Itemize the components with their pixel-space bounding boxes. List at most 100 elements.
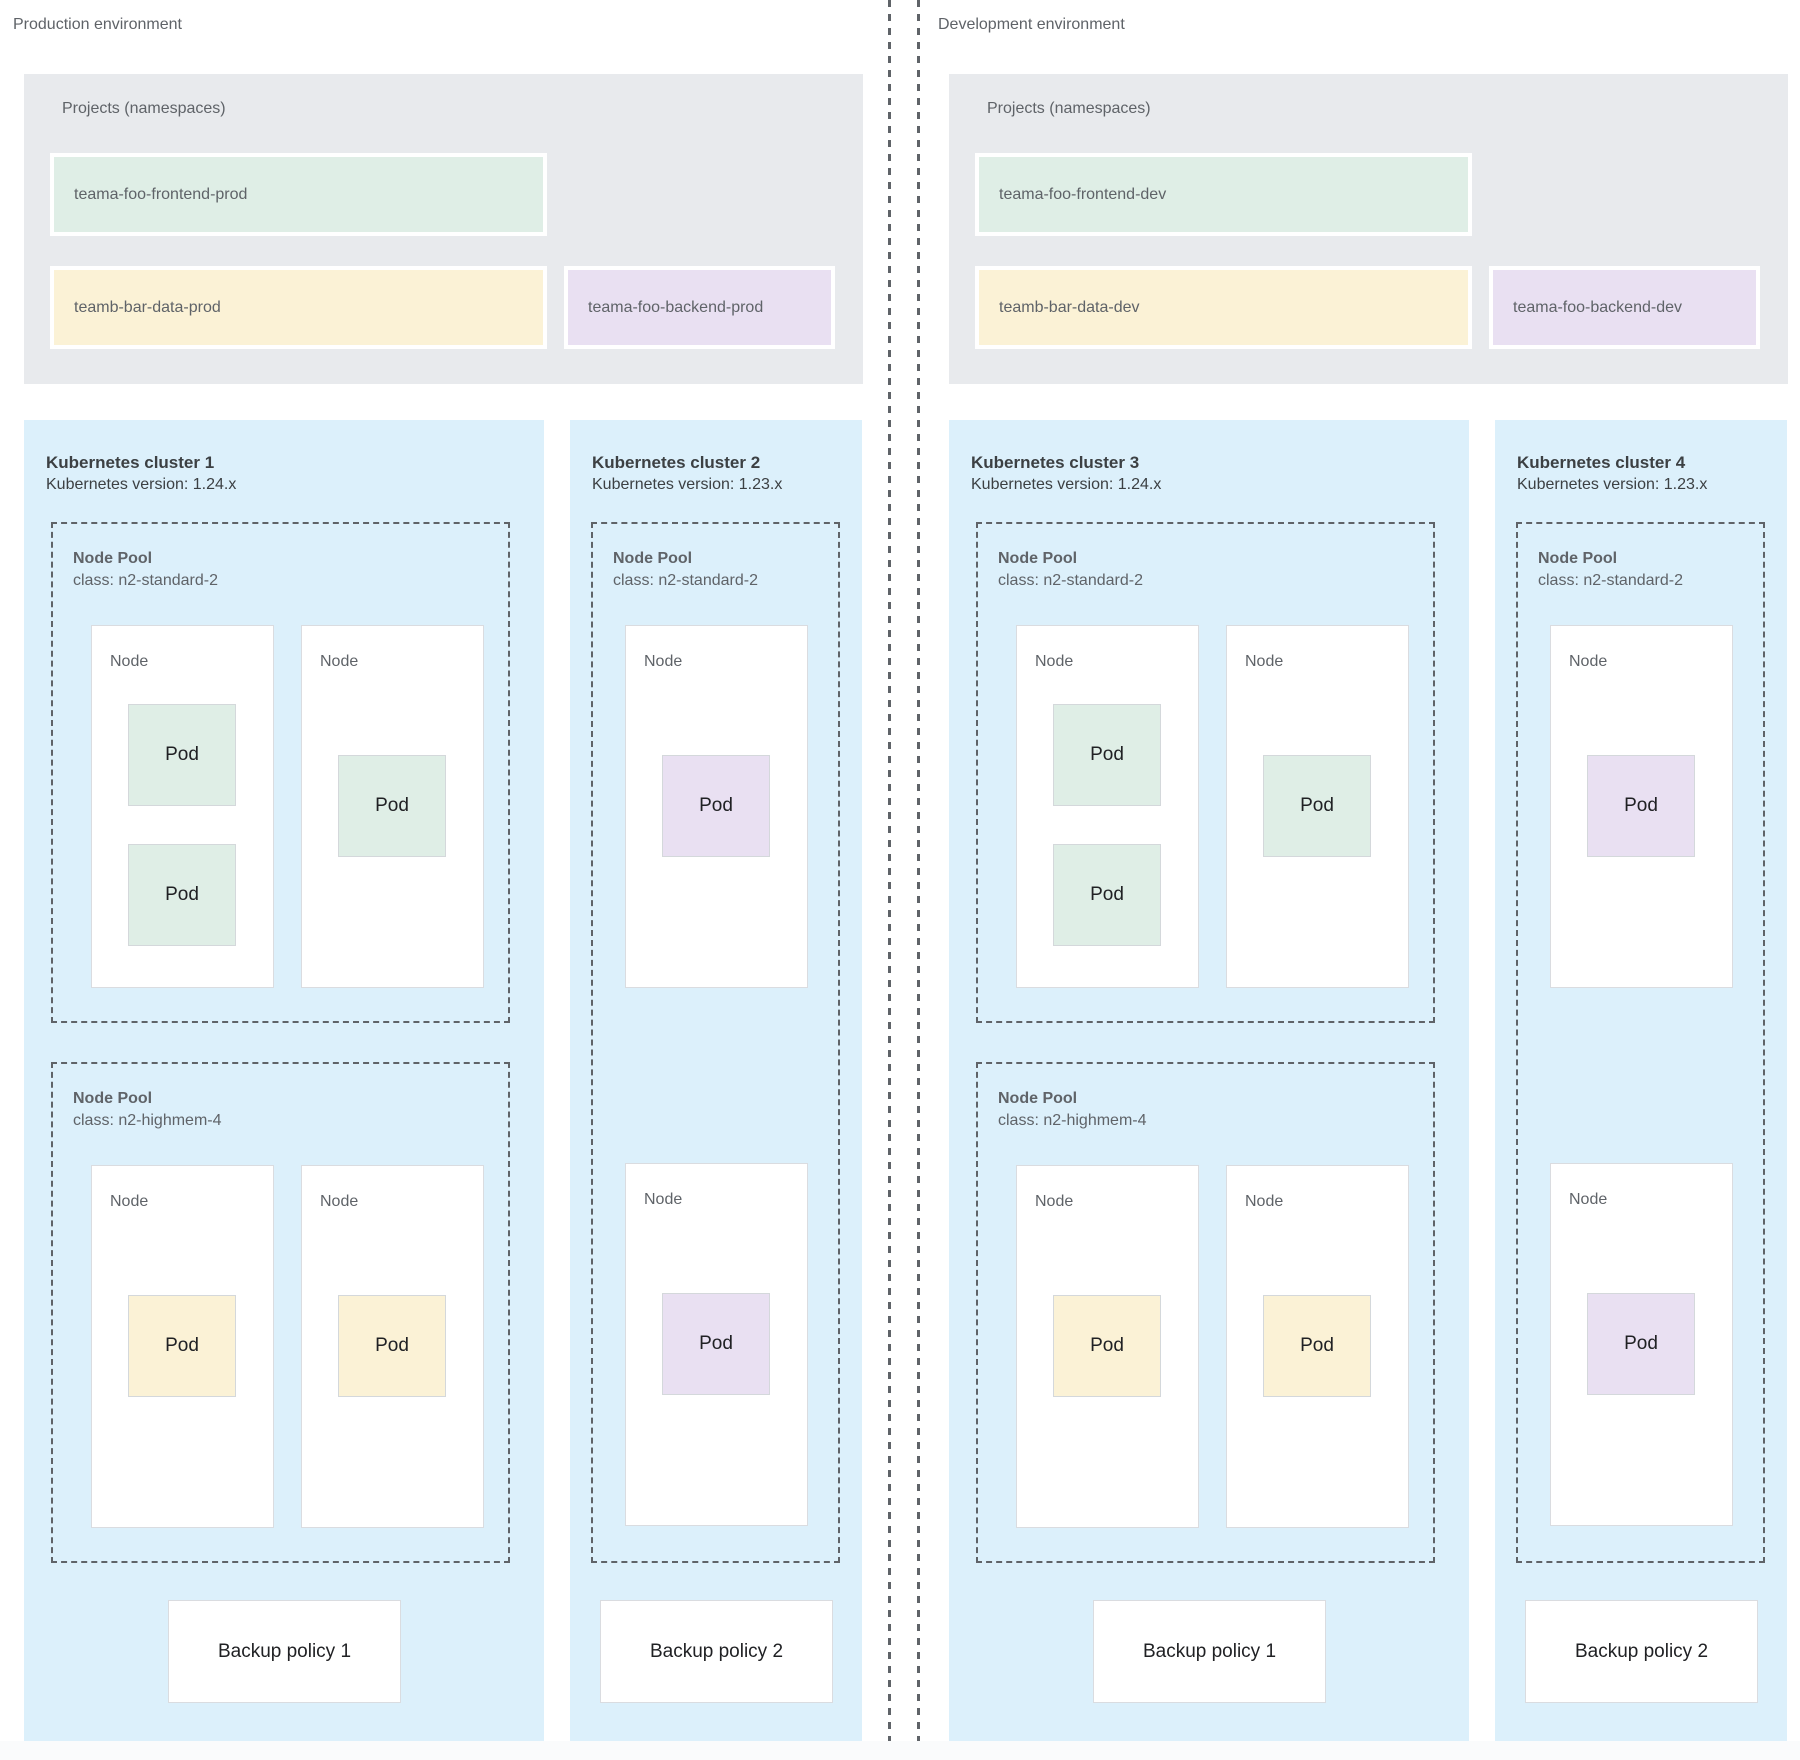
node: Node Pod xyxy=(91,1165,274,1528)
node-pool: Node Pool class: n2-highmem-4 Node Pod N… xyxy=(51,1062,510,1563)
node-pool-header: Node Pool class: n2-highmem-4 xyxy=(73,1088,222,1132)
node-pool: Node Pool class: n2-standard-2 Node Pod … xyxy=(976,522,1435,1023)
node: Node Pod xyxy=(625,625,808,988)
project-namespace-label: teama-foo-frontend-dev xyxy=(999,186,1167,203)
pod: Pod xyxy=(1587,755,1695,857)
project-namespace-label: teamb-bar-data-dev xyxy=(999,299,1140,316)
project-namespace-label: teama-foo-backend-dev xyxy=(1513,299,1682,316)
node-pool-class: class: n2-highmem-4 xyxy=(998,1112,1147,1129)
pod-label: Pod xyxy=(375,1335,409,1356)
project-namespace: teamb-bar-data-prod xyxy=(50,266,547,349)
node-label: Node xyxy=(1569,653,1608,670)
node-pool: Node Pool class: n2-highmem-4 Node Pod N… xyxy=(976,1062,1435,1563)
cluster-title: Kubernetes cluster 1 xyxy=(46,453,215,472)
environment-divider-line xyxy=(917,0,920,1760)
project-namespace: teama-foo-backend-prod xyxy=(564,266,835,349)
node-pool-class: class: n2-standard-2 xyxy=(73,572,218,589)
node-pool-title: Node Pool xyxy=(73,1090,153,1107)
backup-policy: Backup policy 2 xyxy=(600,1600,833,1703)
pod-label: Pod xyxy=(1300,1335,1334,1356)
project-namespace-label: teama-foo-frontend-prod xyxy=(74,186,248,203)
pod: Pod xyxy=(662,1293,770,1395)
projects-title: Projects (namespaces) xyxy=(62,100,226,117)
node-pool-header: Node Pool class: n2-standard-2 xyxy=(1538,548,1683,592)
pod: Pod xyxy=(1053,844,1161,946)
pod-label: Pod xyxy=(699,1333,733,1354)
pod-label: Pod xyxy=(1624,1333,1658,1354)
cluster-version: Kubernetes version: 1.23.x xyxy=(1517,476,1708,493)
pod-label: Pod xyxy=(165,1335,199,1356)
node-label: Node xyxy=(110,1193,149,1210)
project-namespace: teama-foo-frontend-prod xyxy=(50,153,547,236)
pod-label: Pod xyxy=(1090,1335,1124,1356)
project-namespace: teama-foo-frontend-dev xyxy=(975,153,1472,236)
node-pool-header: Node Pool class: n2-standard-2 xyxy=(73,548,218,592)
pod: Pod xyxy=(128,704,236,806)
node-pool-header: Node Pool class: n2-standard-2 xyxy=(998,548,1143,592)
node-label: Node xyxy=(110,653,149,670)
node-label: Node xyxy=(1569,1191,1608,1208)
node-pool: Node Pool class: n2-standard-2 Node Pod … xyxy=(51,522,510,1023)
cluster-title: Kubernetes cluster 4 xyxy=(1517,453,1686,472)
pod: Pod xyxy=(338,1295,446,1397)
pod-label: Pod xyxy=(1624,795,1658,816)
node: Node Pod xyxy=(301,625,484,988)
cluster-header: Kubernetes cluster 3 Kubernetes version:… xyxy=(971,452,1161,496)
development-environment: Development environment Projects (namesp… xyxy=(925,0,1800,1760)
kubernetes-cluster-3: Kubernetes cluster 3 Kubernetes version:… xyxy=(949,420,1469,1741)
pod-label: Pod xyxy=(165,744,199,765)
cluster-title: Kubernetes cluster 3 xyxy=(971,453,1140,472)
pod: Pod xyxy=(128,1295,236,1397)
node-label: Node xyxy=(1245,1193,1284,1210)
node-label: Node xyxy=(320,1193,359,1210)
pod-label: Pod xyxy=(1090,884,1124,905)
kubernetes-cluster-4: Kubernetes cluster 4 Kubernetes version:… xyxy=(1495,420,1787,1741)
cluster-header: Kubernetes cluster 2 Kubernetes version:… xyxy=(592,452,782,496)
project-namespace-label: teamb-bar-data-prod xyxy=(74,299,221,316)
node: Node Pod xyxy=(1226,625,1409,988)
cluster-version: Kubernetes version: 1.24.x xyxy=(46,476,237,493)
node: Node Pod xyxy=(1226,1165,1409,1528)
kubernetes-cluster-2: Kubernetes cluster 2 Kubernetes version:… xyxy=(570,420,862,1741)
node-pool-header: Node Pool class: n2-highmem-4 xyxy=(998,1088,1147,1132)
projects-box: Projects (namespaces) teama-foo-frontend… xyxy=(949,74,1788,384)
node-label: Node xyxy=(1035,1193,1074,1210)
node-pool-class: class: n2-highmem-4 xyxy=(73,1112,222,1129)
pod: Pod xyxy=(1053,704,1161,806)
pod: Pod xyxy=(128,844,236,946)
node-pool-title: Node Pool xyxy=(998,1090,1078,1107)
environment-divider-line xyxy=(888,0,891,1760)
node-label: Node xyxy=(1245,653,1284,670)
pod-label: Pod xyxy=(1090,744,1124,765)
pod: Pod xyxy=(338,755,446,857)
node-label: Node xyxy=(644,1191,683,1208)
project-namespace: teamb-bar-data-dev xyxy=(975,266,1472,349)
node: Node Pod xyxy=(1016,1165,1199,1528)
project-namespace-label: teama-foo-backend-prod xyxy=(588,299,764,316)
node-pool: Node Pool class: n2-standard-2 Node Pod … xyxy=(1516,522,1765,1563)
page-bottom-strip xyxy=(0,1741,1800,1760)
cluster-header: Kubernetes cluster 4 Kubernetes version:… xyxy=(1517,452,1707,496)
backup-policy: Backup policy 1 xyxy=(1093,1600,1326,1703)
node: Node Pod xyxy=(301,1165,484,1528)
cluster-header: Kubernetes cluster 1 Kubernetes version:… xyxy=(46,452,236,496)
pod: Pod xyxy=(1263,755,1371,857)
kubernetes-cluster-1: Kubernetes cluster 1 Kubernetes version:… xyxy=(24,420,544,1741)
node: Node Pod Pod xyxy=(1016,625,1199,988)
node-pool-class: class: n2-standard-2 xyxy=(1538,572,1683,589)
node-label: Node xyxy=(1035,653,1074,670)
environment-title: Development environment xyxy=(938,16,1125,33)
project-namespace: teama-foo-backend-dev xyxy=(1489,266,1760,349)
node: Node Pod xyxy=(1550,625,1733,988)
projects-box: Projects (namespaces) teama-foo-frontend… xyxy=(24,74,863,384)
backup-policy: Backup policy 1 xyxy=(168,1600,401,1703)
pod-label: Pod xyxy=(699,795,733,816)
pod: Pod xyxy=(1263,1295,1371,1397)
pod-label: Pod xyxy=(375,795,409,816)
pod: Pod xyxy=(662,755,770,857)
cluster-version: Kubernetes version: 1.23.x xyxy=(592,476,783,493)
cluster-title: Kubernetes cluster 2 xyxy=(592,453,761,472)
cluster-version: Kubernetes version: 1.24.x xyxy=(971,476,1162,493)
node: Node Pod xyxy=(625,1163,808,1526)
pod: Pod xyxy=(1587,1293,1695,1395)
